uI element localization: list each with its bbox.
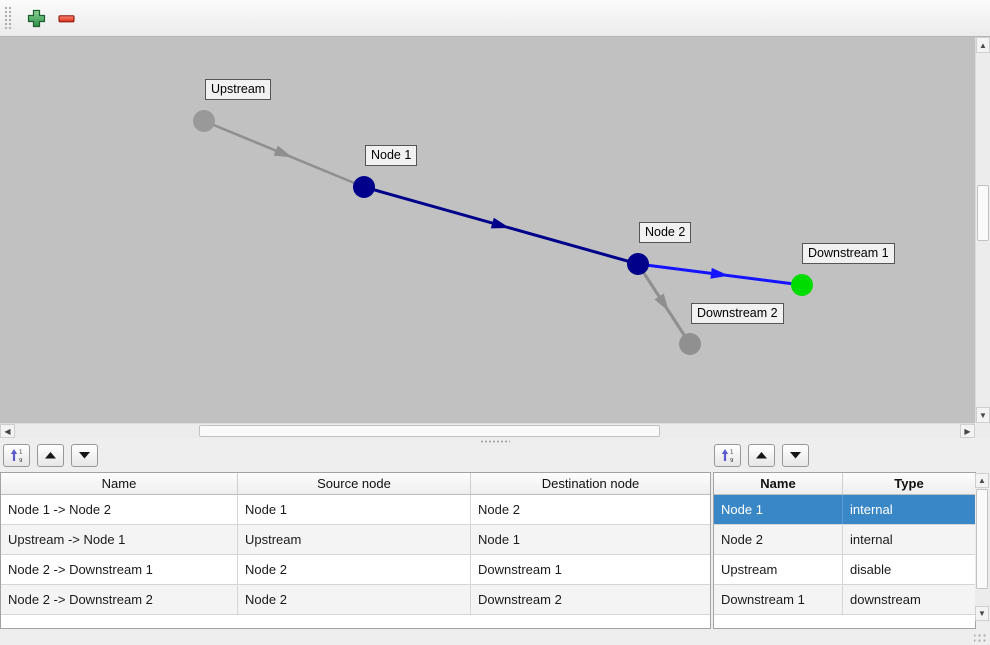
scroll-up-button[interactable]: ▲ xyxy=(975,473,989,488)
table-row[interactable]: Node 1 internal xyxy=(714,495,975,525)
nodes-table-header: Name Type xyxy=(714,473,975,495)
column-header[interactable]: Name xyxy=(1,473,238,494)
scrollbar-thumb[interactable] xyxy=(976,489,988,589)
window-resize-grip[interactable] xyxy=(974,632,987,643)
edges-move-up-button[interactable] xyxy=(37,444,64,467)
cell-type[interactable]: disable xyxy=(850,562,892,577)
cell-source[interactable]: Node 2 xyxy=(238,555,471,584)
nodes-table-empty-row[interactable] xyxy=(714,615,975,628)
scroll-down-button[interactable]: ▼ xyxy=(975,606,989,621)
move-down-icon xyxy=(79,452,90,459)
svg-text:1: 1 xyxy=(730,450,734,456)
table-row[interactable]: Upstream disable xyxy=(714,555,975,585)
status-bar xyxy=(0,630,990,645)
edge-arrowhead-icon xyxy=(490,217,510,229)
splitter-handle[interactable] xyxy=(480,440,510,443)
graph-node-label[interactable]: Downstream 2 xyxy=(691,303,784,324)
cell-destination[interactable]: Node 1 xyxy=(478,532,520,547)
nodes-move-up-button[interactable] xyxy=(748,444,775,467)
cell-source[interactable]: Node 2 xyxy=(238,585,471,614)
svg-text:9: 9 xyxy=(730,458,734,463)
canvas-vertical-scrollbar[interactable]: ▲ ▼ xyxy=(975,37,990,423)
plus-icon xyxy=(27,9,45,27)
scroll-left-button[interactable]: ◀ xyxy=(0,424,15,438)
graph xyxy=(193,110,813,355)
move-down-icon xyxy=(790,452,801,459)
column-header[interactable]: Type xyxy=(894,476,924,491)
scroll-down-button[interactable]: ▼ xyxy=(976,407,990,423)
column-header[interactable]: Destination node xyxy=(541,476,640,491)
graph-node[interactable] xyxy=(791,274,813,296)
cell-name[interactable]: Node 2 -> Downstream 1 xyxy=(1,555,238,584)
svg-text:9: 9 xyxy=(19,458,23,463)
table-row[interactable]: Downstream 1 downstream xyxy=(714,585,975,615)
scroll-up-button[interactable]: ▲ xyxy=(976,37,990,53)
cell-destination[interactable]: Downstream 2 xyxy=(478,592,562,607)
move-up-icon xyxy=(756,452,767,459)
sort-icon: 1 9 xyxy=(10,449,23,463)
graph-node[interactable] xyxy=(627,253,649,275)
graph-node[interactable] xyxy=(193,110,215,132)
column-header[interactable]: Source node xyxy=(238,473,471,494)
remove-button[interactable] xyxy=(51,4,81,32)
cell-name[interactable]: Node 1 xyxy=(714,495,843,524)
cell-type[interactable]: internal xyxy=(850,502,893,517)
table-row[interactable]: Node 2 internal xyxy=(714,525,975,555)
vertical-scrollbar-thumb[interactable] xyxy=(977,185,989,241)
cell-destination[interactable]: Downstream 1 xyxy=(478,562,562,577)
scroll-right-button[interactable]: ▶ xyxy=(960,424,975,438)
horizontal-scrollbar-thumb[interactable] xyxy=(199,425,660,437)
graph-node-label[interactable]: Upstream xyxy=(205,79,272,100)
cell-name[interactable]: Node 2 -> Downstream 2 xyxy=(1,585,238,614)
panel-splitter[interactable] xyxy=(0,438,990,444)
main-toolbar xyxy=(0,0,990,37)
cell-type[interactable]: internal xyxy=(850,532,893,547)
graph-node-label[interactable]: Node 2 xyxy=(639,222,692,243)
graph-node-label[interactable]: Node 1 xyxy=(365,145,418,166)
move-up-icon xyxy=(45,452,56,459)
edge-arrowhead-icon xyxy=(710,267,729,279)
canvas-horizontal-scrollbar[interactable]: ◀ ▶ xyxy=(0,423,975,438)
scrollbar-corner xyxy=(975,423,990,438)
cell-destination[interactable]: Node 2 xyxy=(478,502,520,517)
edges-move-down-button[interactable] xyxy=(71,444,98,467)
nodes-sort-button[interactable]: 1 9 xyxy=(714,444,741,467)
edge-arrowhead-icon xyxy=(273,145,293,158)
edges-sort-button[interactable]: 1 9 xyxy=(3,444,30,467)
nodes-move-down-button[interactable] xyxy=(782,444,809,467)
graph-node-label[interactable]: Downstream 1 xyxy=(802,243,895,264)
edges-panel-toolbar: 1 9 xyxy=(3,444,98,467)
add-button[interactable] xyxy=(21,4,51,32)
edges-table-empty-row[interactable] xyxy=(1,615,710,628)
sort-icon: 1 9 xyxy=(721,449,734,463)
cell-source[interactable]: Upstream xyxy=(238,525,471,554)
svg-text:1: 1 xyxy=(19,450,23,456)
cell-source[interactable]: Node 1 xyxy=(238,495,471,524)
nodes-panel-toolbar: 1 9 xyxy=(714,444,809,467)
column-header[interactable]: Name xyxy=(714,473,843,494)
minus-icon xyxy=(57,14,75,22)
nodes-table-scrollbar[interactable]: ▲ ▼ xyxy=(975,473,990,621)
cell-name[interactable]: Upstream -> Node 1 xyxy=(1,525,238,554)
cell-name[interactable]: Node 1 -> Node 2 xyxy=(1,495,238,524)
cell-type[interactable]: downstream xyxy=(850,592,921,607)
cell-name[interactable]: Upstream xyxy=(714,555,843,584)
toolbar-drag-handle[interactable] xyxy=(4,6,13,30)
edge-arrowhead-icon xyxy=(654,293,669,312)
cell-name[interactable]: Downstream 1 xyxy=(714,585,843,614)
graph-node[interactable] xyxy=(353,176,375,198)
cell-name[interactable]: Node 2 xyxy=(714,525,843,554)
graph-node[interactable] xyxy=(679,333,701,355)
